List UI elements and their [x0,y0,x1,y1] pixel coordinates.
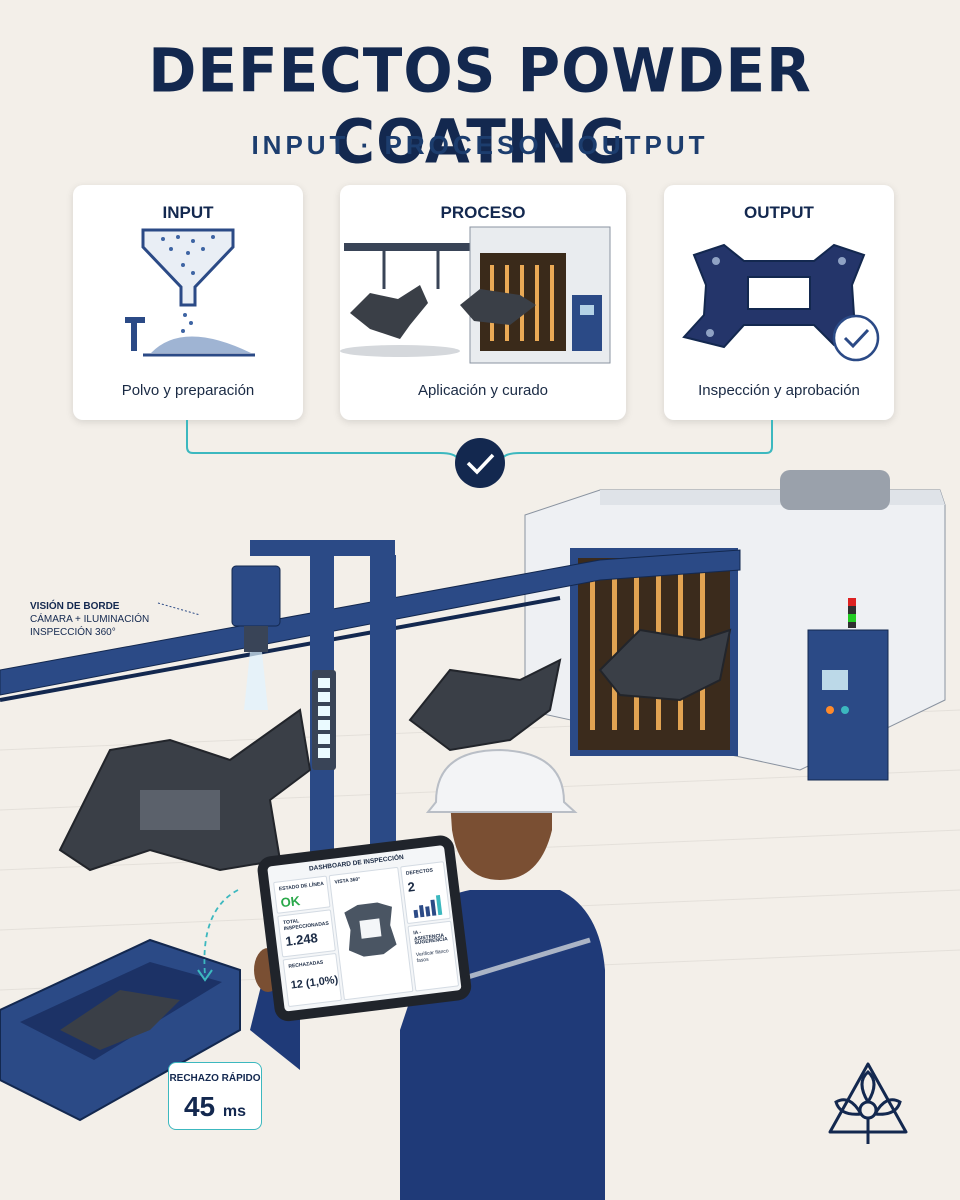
rechazo-label: RECHAZO RÁPIDO [169,1073,261,1084]
annotation-line1: VISIÓN DE BORDE [30,601,120,612]
card-output-caption: Inspección y aprobación [698,382,860,399]
tablet: DASHBOARD DE INSPECCIÓN ESTADO DE LÍNEA … [256,833,473,1023]
page-title: DEFECTOS POWDER COATING [148,34,812,178]
total-label: TOTAL INSPECCIONADAS [282,918,330,933]
card-proceso-title: PROCESO [440,203,526,222]
vista-tile[interactable]: VISTA 360° [328,866,414,1001]
ia-tile[interactable]: IA - ASISTENCIA SUGERENCIA Verificar fla… [407,920,460,992]
rechazo-value: 45 ms [169,1091,261,1123]
card-input-title: INPUT [162,203,214,222]
card-connector [186,420,773,488]
inspection-dashboard[interactable]: DASHBOARD DE INSPECCIÓN ESTADO DE LÍNEA … [267,845,462,1012]
defectos-value: 2 [406,878,416,895]
card-proceso: PROCESO Aplicación y curado [340,185,626,420]
page-subtitle: INPUT · PROCESO · OUTPUT [251,130,709,160]
estado-tile[interactable]: ESTADO DE LÍNEA OK [273,875,331,914]
annotation-line2: CÁMARA + ILUMINACIÓN [30,614,150,625]
rechazadas-label: RECHAZADAS [288,959,324,970]
sugerencia-text: Verificar flanco fasos [415,948,449,965]
defectos-label: DEFECTOS [405,867,434,877]
estado-value: OK [279,893,301,911]
hopper-icon [125,228,255,357]
rechazadas-value: 12 (1,0%) [290,973,339,992]
logo-icon [828,1062,908,1144]
production-line-scene [0,470,960,1200]
rechazo-badge: RECHAZO RÁPIDO 45 ms [168,1062,262,1130]
card-proceso-caption: Aplicación y curado [417,382,549,399]
oven-icon [340,226,611,364]
card-output-title: OUTPUT [744,203,814,222]
rechazo-unit: ms [222,1103,247,1120]
total-tile[interactable]: TOTAL INSPECCIONADAS 1.248 [277,909,336,958]
checkmark-icon [832,314,880,362]
defectos-tile[interactable]: DEFECTOS 2 [400,861,451,925]
rechazadas-tile[interactable]: RECHAZADAS 12 (1,0%) [282,952,343,1008]
bar-chart-icon [413,894,443,919]
annotation-line3: INSPECCIÓN 360° [30,627,116,638]
total-value: 1.248 [284,930,319,949]
card-input-caption: Polvo y preparación [121,382,255,399]
part-icon [344,902,397,957]
checkmark-icon [455,438,505,488]
part-icon [682,243,880,362]
estado-label: ESTADO DE LÍNEA [278,880,325,893]
rechazo-number: 45 [183,1091,216,1122]
vision-annotation: VISIÓN DE BORDE CÁMARA + ILUMINACIÓN INS… [30,600,149,639]
card-output: OUTPUT Inspección y aprobación [664,185,894,420]
card-input: INPUT Polvo y preparación [73,185,303,420]
vista-label: VISTA 360° [334,876,361,886]
